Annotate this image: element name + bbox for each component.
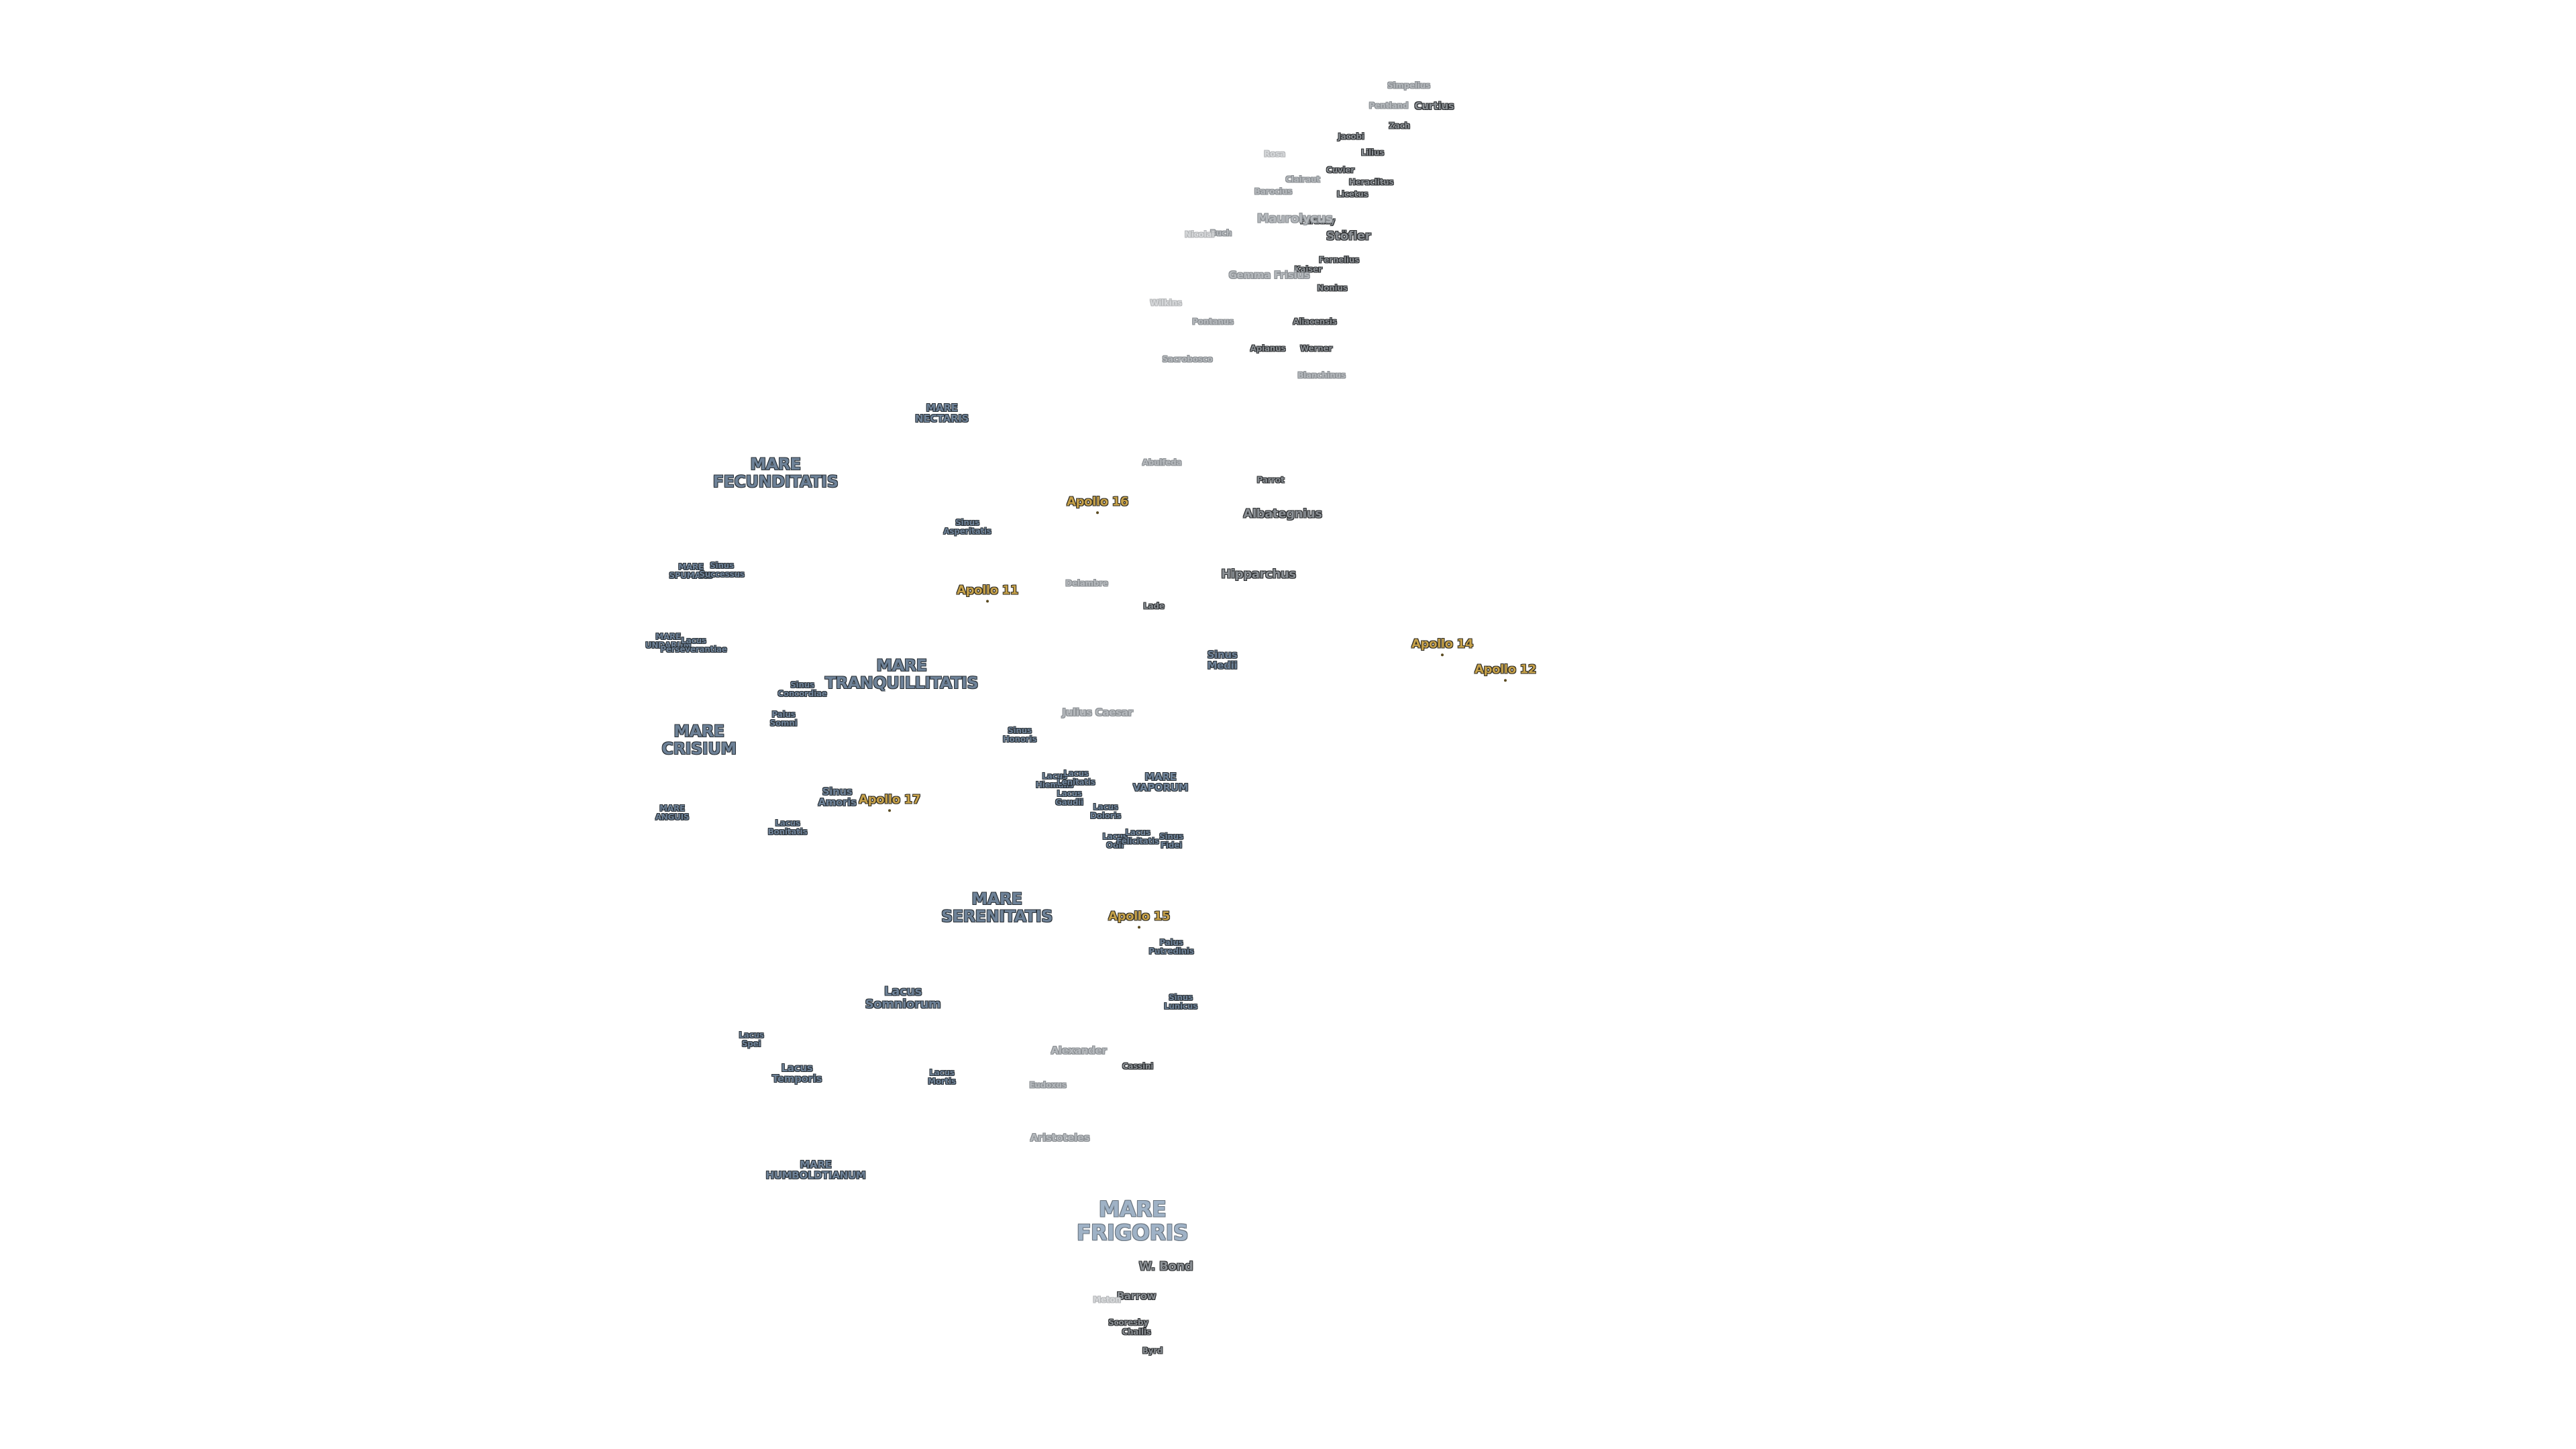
label-curtius: Curtius (1414, 99, 1454, 112)
label-jacobi: Jacobi (1338, 131, 1364, 142)
label-alexander: Alexander (1051, 1044, 1107, 1057)
label-sinus-fidei: Sinus Fidei (1159, 832, 1183, 850)
label-sinus-honoris: Sinus Honoris (1002, 726, 1037, 744)
label-lacus-lenitatis: Lacus Lenitatis (1057, 769, 1095, 787)
label-hipparchus: Hipparchus (1221, 567, 1296, 582)
label-mare-nectaris: MARE NECTARIS (914, 401, 969, 425)
label-nonius: Nonius (1317, 283, 1348, 293)
label-kaiser: Kaiser (1294, 264, 1322, 274)
label-mare-frigoris: MARE FRIGORIS (1076, 1196, 1189, 1245)
label-mare-undarum: MARE UNDARUM (645, 632, 692, 650)
label-delambre: Delambre (1065, 578, 1108, 588)
label-pontanus: Pontanus (1192, 317, 1234, 327)
label-challis: Challis (1122, 1327, 1151, 1337)
label-parrot: Parrot (1256, 475, 1285, 485)
label-lade: Lade (1143, 601, 1165, 611)
label-sinus-medii: Sinus Medii (1207, 648, 1238, 672)
label-meton: Meton (1093, 1295, 1121, 1305)
label-abulfeda: Abulfeda (1142, 458, 1182, 468)
label-lacus-somniorum: Lacus Somniorum (865, 984, 941, 1012)
label-mare-crisium: MARE CRISIUM (661, 722, 737, 758)
label-lacus-odii: Lacus Odii (1102, 832, 1128, 850)
label-clairaut: Clairaut (1285, 174, 1320, 184)
label-faraday: Faraday (1299, 216, 1336, 226)
label-heraclitus: Heraclitus (1348, 177, 1394, 187)
label-barrow: Barrow (1116, 1289, 1157, 1302)
label-apollo-12: Apollo 12 (1474, 662, 1536, 683)
label-rosa: Rosa (1264, 149, 1285, 159)
label-scoresby: Scoresby (1108, 1318, 1148, 1328)
label-apollo-15: Apollo 15 (1108, 909, 1170, 930)
label-palus-putredinis: Palus Putredinis (1148, 938, 1194, 956)
label-lacus-perseverantiae: Lacus Perseverantiae (660, 636, 727, 654)
label-licetus: Licetus (1336, 189, 1368, 199)
label-lacus-temporis: Lacus Temporis (771, 1061, 822, 1085)
label-lacus-hiemalis: Lacus Hiemalis (1035, 771, 1074, 790)
label-aristoteles: Aristoteles (1030, 1131, 1090, 1144)
label-sinus-amoris: Sinus Amoris (818, 785, 857, 808)
label-lacus-gaudii: Lacus Gaudii (1055, 789, 1083, 807)
label-cuvier: Cuvier (1326, 165, 1354, 175)
label-maurolycus: Maurolycus (1256, 211, 1333, 226)
label-nicolai: Nicolai (1184, 229, 1215, 239)
label-mare-fecunditatis: MARE FECUNDITATIS (712, 455, 839, 491)
label-pentland: Pentland (1368, 101, 1409, 111)
label-sinus-asperitatis: Sinus Asperitatis (943, 518, 991, 536)
label-zach: Zach (1389, 121, 1410, 131)
label-julius-caesar: Julius Caesar (1062, 706, 1133, 718)
label-lacus-spei: Lacus Spei (739, 1030, 764, 1049)
label-werner: Werner (1299, 343, 1333, 354)
label-sinus-lunicus: Sinus Lunicus (1164, 993, 1197, 1011)
label-simpelius: Simpelius (1387, 80, 1430, 91)
label-apollo-16: Apollo 16 (1067, 494, 1128, 515)
label-aliacensis: Aliacensis (1293, 317, 1337, 327)
label-byrd: Byrd (1142, 1346, 1163, 1356)
label-mare-tranquillitatis: MARE TRANQUILLITATIS (824, 656, 979, 692)
label-mare-anguis: MARE ANGUIS (655, 804, 690, 822)
label-w-bond: W. Bond (1138, 1259, 1193, 1274)
label-apollo-14: Apollo 14 (1411, 637, 1473, 657)
label-lacus-bonitatis: Lacus Bonitatis (767, 818, 808, 837)
label-stofler: Stöfler (1326, 229, 1371, 244)
label-mare-humboldtianum: MARE HUMBOLDTIANUM (765, 1158, 866, 1181)
label-lacus-felicitatis: Lacus Felicitatis (1116, 828, 1159, 846)
label-wilkins: Wilkins (1150, 298, 1182, 308)
label-gemma-frisius: Gemma Frisius (1228, 268, 1310, 281)
label-apianus: Apianus (1250, 343, 1286, 354)
label-lacus-mortis: Lacus Mortis (928, 1068, 956, 1086)
label-mare-serenitatis: MARE SERENITATIS (941, 890, 1053, 926)
label-mare-spumans: MARE SPUMANS (669, 562, 713, 580)
label-barocius: Barocius (1254, 186, 1293, 197)
label-mare-vaporum: MARE VAPORUM (1132, 770, 1189, 794)
label-sinus-concordiae: Sinus Concordiae (777, 680, 827, 698)
label-sinus-successus: Sinus Successus (699, 561, 745, 579)
label-albategnius: Albategnius (1243, 506, 1322, 521)
label-blanchinus: Blanchinus (1297, 370, 1346, 380)
label-buch: Buch (1210, 228, 1232, 238)
label-fernelius: Fernelius (1318, 255, 1360, 265)
label-apollo-17: Apollo 17 (859, 792, 920, 813)
label-apollo-11: Apollo 11 (957, 583, 1018, 604)
label-lacus-doloris: Lacus Doloris (1089, 802, 1122, 820)
label-cassini: Cassini (1122, 1061, 1154, 1071)
label-sacrobosco: Sacrobosco (1162, 354, 1213, 364)
label-eudoxus: Eudoxus (1029, 1080, 1067, 1090)
label-lilius: Lilius (1360, 148, 1385, 158)
label-palus-somni: Palus Somni (769, 710, 798, 728)
